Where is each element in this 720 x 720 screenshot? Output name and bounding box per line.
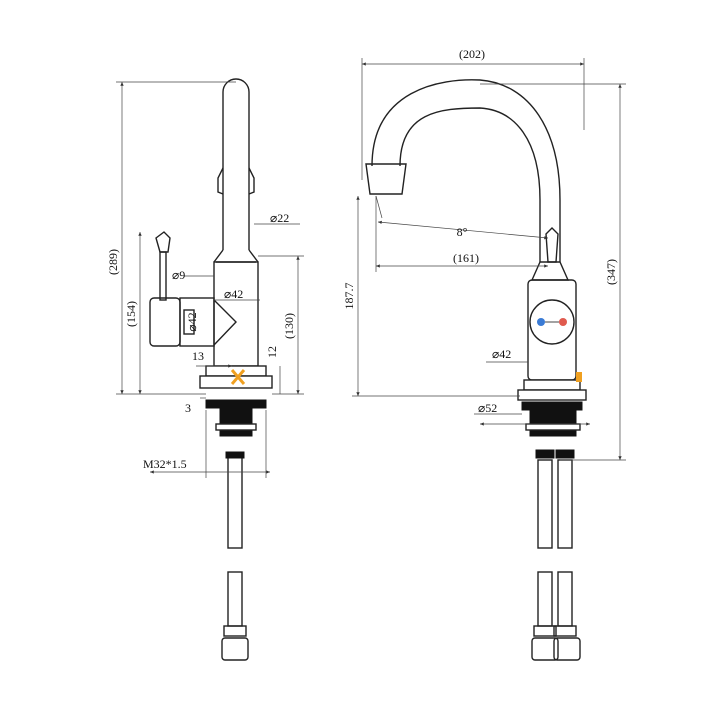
label-dia-42-front: ⌀42 — [492, 347, 511, 361]
front-hot-indicator — [559, 318, 567, 326]
label-angle: 8° — [457, 225, 468, 239]
label-thread: M32*1.5 — [143, 457, 187, 471]
side-hub — [149, 297, 181, 347]
front-body — [527, 279, 577, 381]
front-base-plate — [517, 389, 587, 401]
front-view: (202) (347) 187.7 (161) 8° ⌀42 ⌀52 — [342, 47, 626, 661]
label-reach-161: (161) — [453, 251, 479, 265]
label-dim-12: 12 — [265, 346, 279, 358]
label-dia-9: ⌀9 — [172, 268, 185, 282]
label-height-130: (130) — [282, 313, 296, 339]
side-hose-lower — [227, 571, 243, 627]
front-hose-cold-lower — [537, 571, 553, 627]
label-height-154: (154) — [124, 301, 138, 327]
front-accent-mark — [576, 372, 582, 382]
front-nut — [529, 409, 577, 437]
label-height-347: (347) — [604, 259, 618, 285]
dim-arc-angle — [377, 220, 549, 240]
side-body — [213, 261, 259, 367]
side-collar — [213, 249, 259, 263]
side-hose-ferrule — [223, 625, 247, 637]
front-hose-hot-lower — [557, 571, 573, 627]
side-nut-flange — [215, 423, 257, 431]
front-nut-flange — [525, 423, 581, 431]
label-dia-22: ⌀22 — [270, 211, 289, 225]
front-hose-cold-ferrule — [533, 625, 557, 637]
side-hose-crimp — [225, 451, 245, 459]
side-lever-top-right — [248, 167, 255, 195]
front-lever — [545, 227, 559, 263]
side-hub-connector — [179, 297, 215, 347]
front-hose-hot-nut — [553, 637, 581, 661]
side-hub-inner — [183, 309, 195, 335]
front-washer — [521, 401, 583, 411]
front-hose-cold-nut — [531, 637, 559, 661]
label-dia-42-side: ⌀42 — [185, 312, 199, 331]
side-hose-nut — [221, 637, 249, 661]
side-nut — [219, 407, 253, 437]
side-washer — [205, 399, 267, 409]
front-base-ring — [523, 379, 581, 391]
angle-leg — [375, 195, 383, 219]
side-hose — [227, 455, 243, 549]
label-dia-52: ⌀52 — [478, 401, 497, 415]
label-dim-3: 3 — [185, 401, 191, 415]
side-handle-stem — [159, 251, 167, 301]
front-hose-cold-crimp — [535, 449, 555, 459]
label-height-187: 187.7 — [342, 283, 356, 310]
side-lever-top-left — [217, 167, 224, 195]
label-height-289: (289) — [106, 249, 120, 275]
front-collar — [530, 261, 570, 281]
front-spout-outlet — [365, 163, 407, 195]
side-handle-knob — [155, 231, 171, 253]
label-width-202: (202) — [459, 47, 485, 61]
front-cold-indicator — [537, 318, 545, 326]
front-spout-inner — [399, 107, 541, 262]
front-hose-hot — [557, 459, 573, 549]
side-body-detail — [213, 299, 237, 346]
side-spout — [222, 78, 250, 250]
front-hose-cold — [537, 459, 553, 549]
front-hose-hot-ferrule — [553, 625, 577, 637]
label-dim-13: 13 — [192, 349, 204, 363]
label-dia-42-body: ⌀42 — [224, 287, 243, 301]
side-view: (289) (154) (130) 12 ⌀22 ⌀9 ⌀42 ⌀42 13 3… — [106, 78, 304, 661]
front-indicator-disc — [529, 299, 575, 345]
side-accent-mark — [230, 369, 246, 385]
front-spout-outer — [371, 79, 561, 262]
front-hose-hot-crimp — [555, 449, 575, 459]
